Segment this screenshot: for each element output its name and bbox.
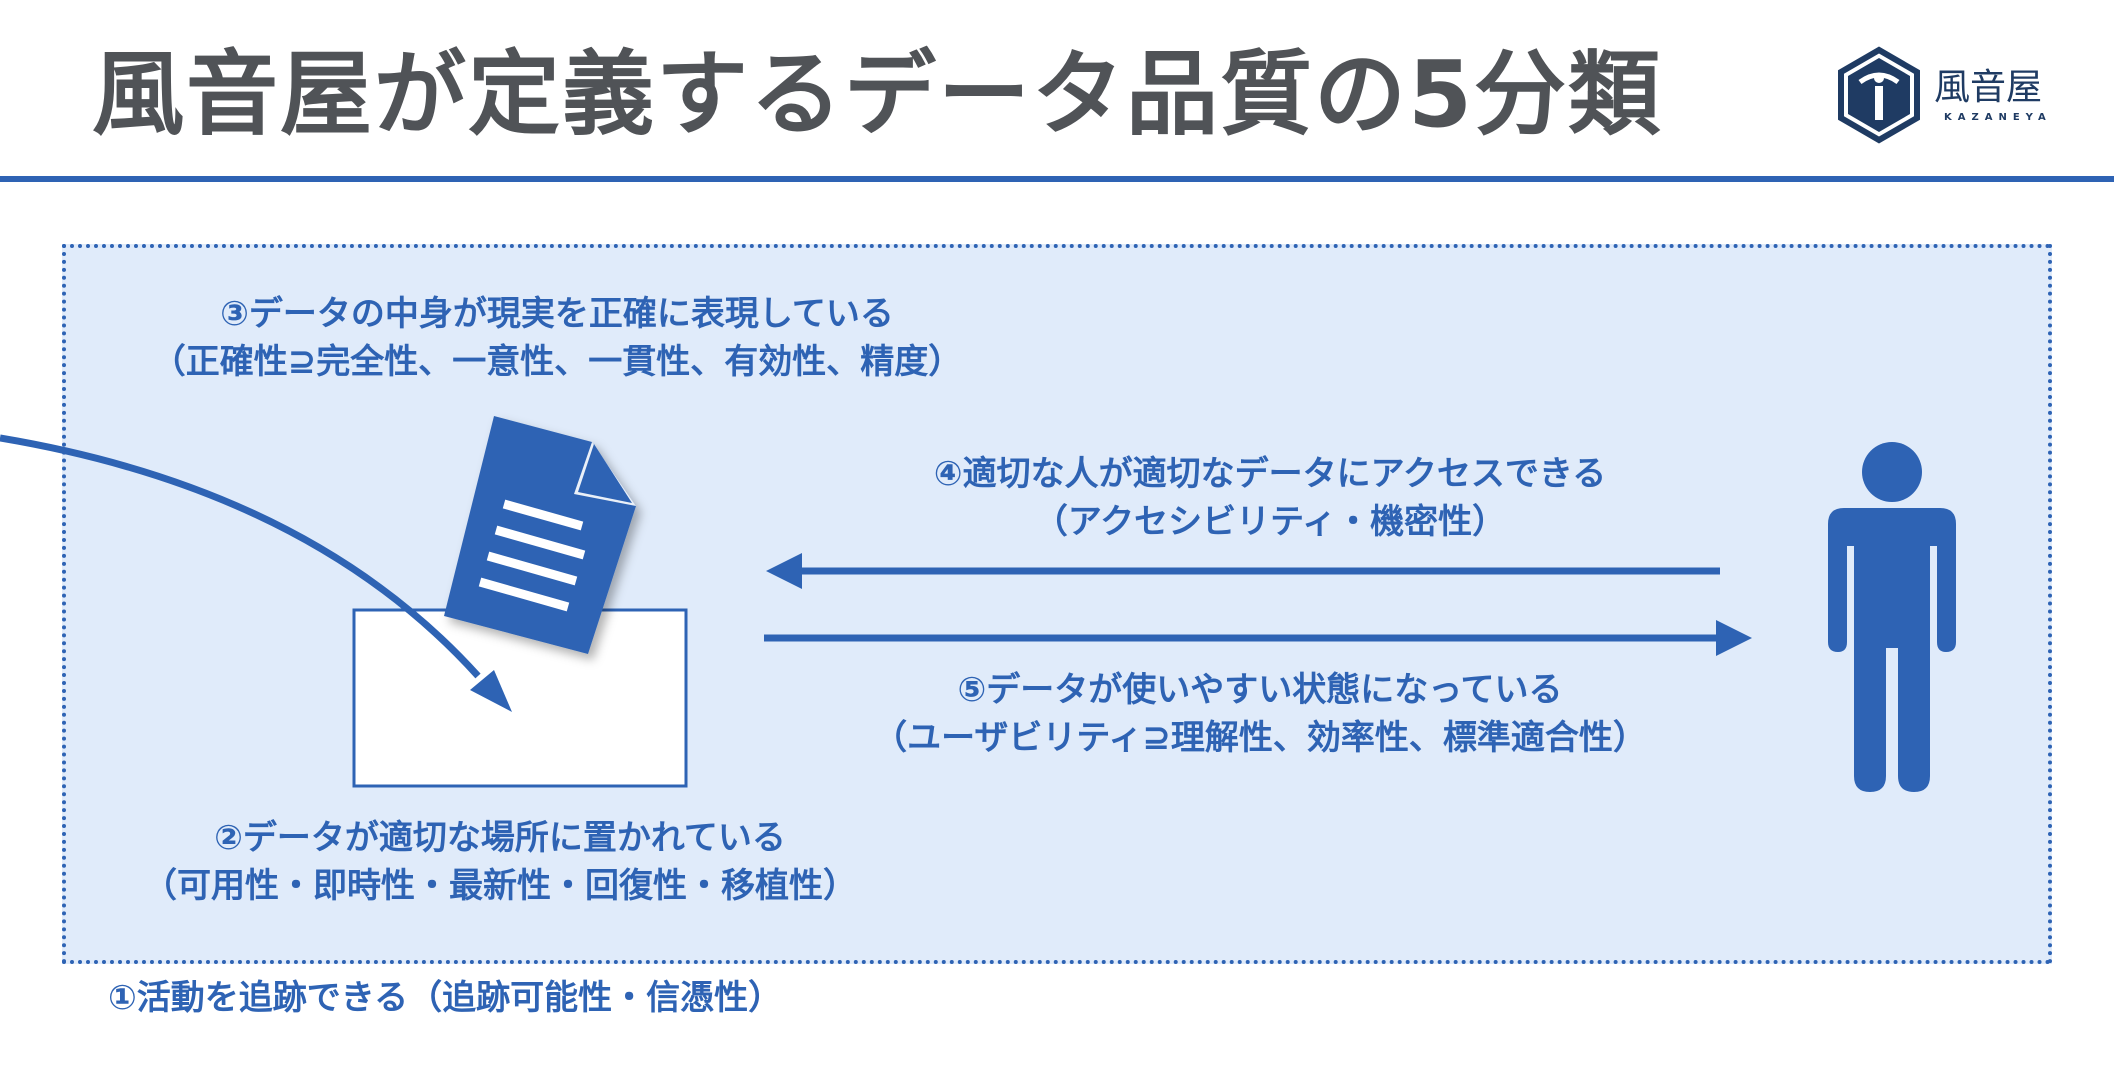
usability-label: ⑤データが使いやすい状態になっている （ユーザビリティ⊇理解性、効率性、標準適合… bbox=[800, 666, 1720, 762]
arrow-right-icon bbox=[764, 620, 1752, 656]
availability-detail: （可用性・即時性・最新性・回復性・移植性） bbox=[143, 866, 857, 906]
accuracy-label: ③データの中身が現実を正確に表現している （正確性⊇完全性、一意性、一貫性、有効… bbox=[92, 290, 1022, 386]
accuracy-detail: （正確性⊇完全性、一意性、一貫性、有効性、精度） bbox=[151, 342, 963, 382]
accuracy-title: ③データの中身が現実を正確に表現している bbox=[220, 294, 894, 334]
availability-label: ②データが適切な場所に置かれている （可用性・即時性・最新性・回復性・移植性） bbox=[100, 814, 900, 910]
logo: 風音屋 KAZANEYA bbox=[1834, 46, 2064, 146]
usability-title: ⑤データが使いやすい状態になっている bbox=[957, 670, 1563, 710]
traceability-label: ①活動を追跡できる（追跡可能性・信憑性） bbox=[108, 974, 782, 1022]
curved-arrow-icon bbox=[0, 434, 512, 712]
usability-detail: （ユーザビリティ⊇理解性、効率性、標準適合性） bbox=[873, 718, 1647, 758]
logo-icon bbox=[1838, 46, 1920, 144]
header-divider bbox=[0, 176, 2114, 182]
logo-subtitle: KAZANEYA bbox=[1944, 112, 2052, 123]
box-icon bbox=[352, 608, 688, 788]
page-title: 風音屋が定義するデータ品質の5分類 bbox=[92, 41, 1663, 148]
access-title: ④適切な人が適切なデータにアクセスできる bbox=[933, 454, 1607, 494]
traceability-title: ①活動を追跡できる（追跡可能性・信憑性） bbox=[108, 978, 783, 1018]
availability-title: ②データが適切な場所に置かれている bbox=[214, 818, 786, 858]
document-icon bbox=[444, 416, 636, 654]
access-detail: （アクセシビリティ・機密性） bbox=[1033, 502, 1507, 542]
arrow-left-icon bbox=[766, 553, 1720, 589]
access-label: ④適切な人が適切なデータにアクセスできる （アクセシビリティ・機密性） bbox=[820, 450, 1720, 546]
logo-name: 風音屋 bbox=[1934, 67, 2043, 108]
diagram-panel bbox=[62, 244, 2052, 964]
person-icon bbox=[1828, 442, 1956, 792]
